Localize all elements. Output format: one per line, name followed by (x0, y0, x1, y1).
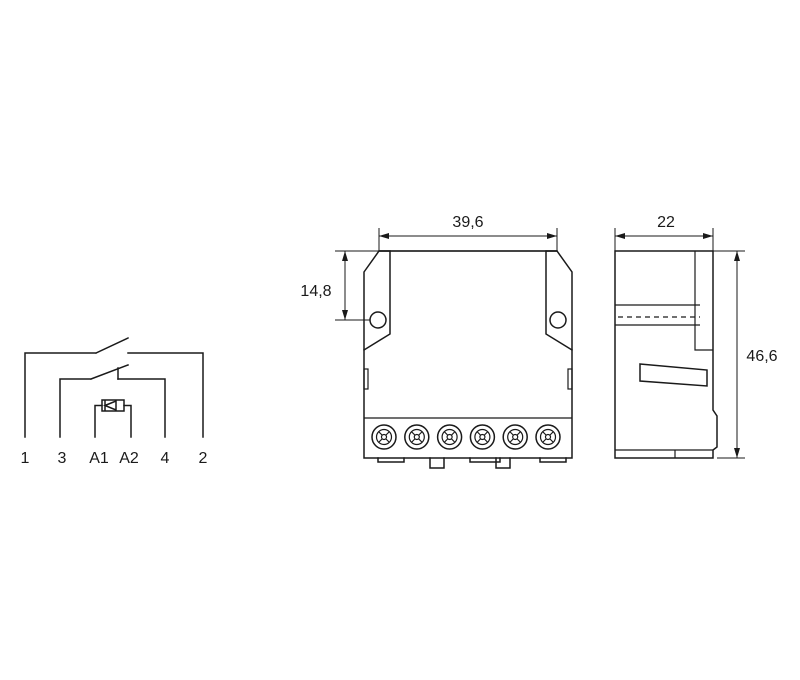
contact-1-2-wiring (24, 337, 204, 438)
left-mount-hole (369, 311, 387, 329)
front-right-mount-ear (545, 250, 574, 352)
terminal-screw-icon (469, 424, 496, 450)
side-back-plate (694, 251, 713, 351)
terminal-screw-icon (535, 424, 561, 450)
terminal-label-1: 1 (21, 450, 30, 467)
terminal-label-a1: A1 (89, 450, 109, 467)
front-bottom-feet (377, 457, 567, 469)
height-dimension-extension-lines (713, 250, 745, 459)
hole-dimension-arrow-bottom (342, 310, 348, 320)
width-dimension-arrow-left (379, 233, 389, 239)
terminal-label-a2: A2 (119, 450, 139, 467)
terminal-label-2: 2 (199, 450, 208, 467)
right-mount-hole (549, 311, 567, 329)
width-dimension-label: 39,6 (452, 214, 483, 231)
front-right-side-tab (567, 368, 573, 390)
terminal-screws (371, 424, 561, 450)
terminal-screw-icon (436, 424, 463, 450)
width-dimension-extension-lines (378, 228, 558, 251)
hole-dimension-label: 14,8 (300, 283, 331, 300)
terminal-label-4: 4 (161, 450, 170, 467)
side-body-outline (614, 250, 718, 459)
front-left-side-tab (363, 368, 369, 390)
coil-leads (94, 404, 132, 438)
depth-dimension-label: 22 (657, 214, 675, 231)
terminal-label-3: 3 (58, 450, 67, 467)
depth-dimension-extension-lines (614, 228, 714, 251)
depth-dimension-arrow-right (703, 233, 713, 239)
terminal-screw-icon (404, 424, 430, 450)
depth-dimension-arrow-left (615, 233, 625, 239)
relay-schematic: 1 3 A1 A2 4 2 (21, 337, 208, 467)
terminal-screw-icon (502, 424, 528, 450)
width-dimension-arrow-right (547, 233, 557, 239)
height-dimension-arrow-bottom (734, 448, 740, 458)
side-view: 22 46,6 (614, 214, 778, 459)
hole-dimension-arrow-top (342, 251, 348, 261)
front-view: 39,6 14,8 (300, 214, 574, 469)
side-latch-lever (639, 363, 708, 387)
contact-3-4-wiring (59, 364, 166, 438)
front-left-mount-ear (362, 250, 391, 352)
height-dimension-label: 46,6 (746, 348, 777, 365)
coil-diode-symbol (103, 399, 117, 412)
hole-dimension-extension-lines (335, 250, 379, 321)
height-dimension-arrow-top (734, 251, 740, 261)
terminal-screw-icon (371, 424, 397, 450)
